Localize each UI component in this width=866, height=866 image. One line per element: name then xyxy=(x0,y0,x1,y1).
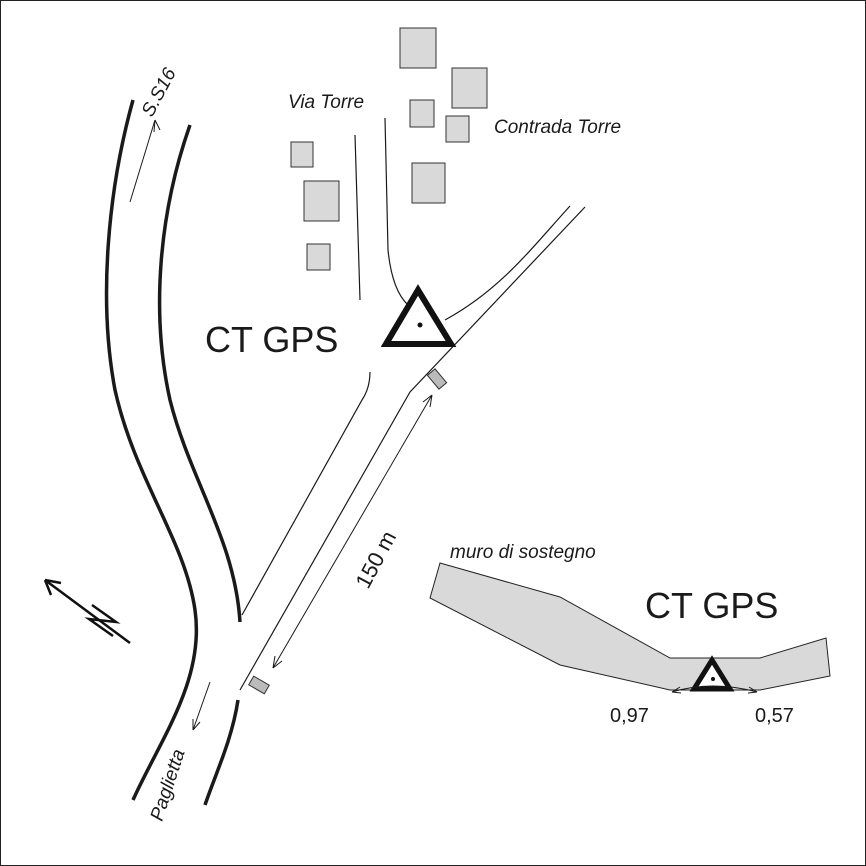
north-arrow-icon xyxy=(43,578,131,645)
branch-road-left xyxy=(241,371,371,616)
ct-gps-detail-label: CT GPS xyxy=(645,585,778,626)
gps-station-detail-icon xyxy=(689,655,735,692)
offset-right-value: 0,57 xyxy=(755,705,794,727)
building xyxy=(411,162,446,204)
building xyxy=(409,99,435,128)
building xyxy=(306,243,331,271)
offset-arrows xyxy=(671,685,758,694)
via-torre-left xyxy=(354,134,361,301)
building xyxy=(451,67,488,109)
via-torre-right xyxy=(384,117,409,306)
branch-road-right xyxy=(239,206,586,691)
building xyxy=(445,115,470,143)
gps-station-detail-dot xyxy=(711,677,715,681)
contrada-torre-label: Contrada Torre xyxy=(494,117,621,138)
building xyxy=(303,180,340,222)
gps-station-icon xyxy=(380,284,457,347)
building xyxy=(290,141,314,168)
gps-station-dot xyxy=(417,322,423,328)
ss16-right-edge-lower xyxy=(203,699,240,806)
road-marker xyxy=(248,675,270,695)
ss16-left-edge xyxy=(104,99,199,801)
offset-left-value: 0,97 xyxy=(610,705,649,727)
road-marker xyxy=(426,368,448,390)
branch-road-upper xyxy=(444,205,571,321)
via-torre-label: Via Torre xyxy=(288,92,364,113)
buildings xyxy=(290,27,488,271)
paglietta-direction-arrow xyxy=(192,681,211,731)
building xyxy=(399,27,437,69)
ss16-right-edge-upper xyxy=(157,124,242,623)
distance-arrow xyxy=(272,394,433,669)
ss16-direction-arrow xyxy=(129,119,161,203)
ct-gps-label: CT GPS xyxy=(205,319,338,360)
wall-label: muro di sostegno xyxy=(450,542,596,563)
retaining-wall xyxy=(429,562,831,691)
